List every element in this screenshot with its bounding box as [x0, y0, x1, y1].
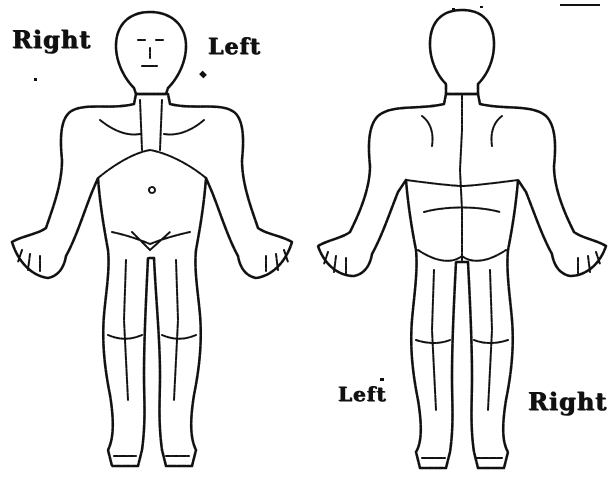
back-leg-lines: [416, 270, 508, 410]
scan-speck: [34, 78, 37, 81]
front-left-side-label: Left: [208, 36, 261, 58]
front-body-outline: [0, 0, 306, 477]
front-head: [116, 12, 186, 94]
back-spine: [460, 96, 462, 240]
front-right-side-label: Right: [12, 28, 91, 52]
front-body-figure: [0, 0, 306, 477]
scan-speck: [560, 4, 600, 6]
scan-speck: [480, 6, 483, 8]
front-navel: [149, 187, 155, 193]
front-chest-lines: [98, 100, 206, 250]
front-leg-lines: [108, 260, 196, 400]
scan-speck: [380, 378, 384, 381]
back-left-side-label: Left: [338, 384, 387, 404]
front-face-features: [138, 40, 164, 66]
back-right-side-label: Right: [528, 390, 607, 414]
scan-speck: [452, 8, 455, 10]
back-head: [430, 10, 494, 94]
